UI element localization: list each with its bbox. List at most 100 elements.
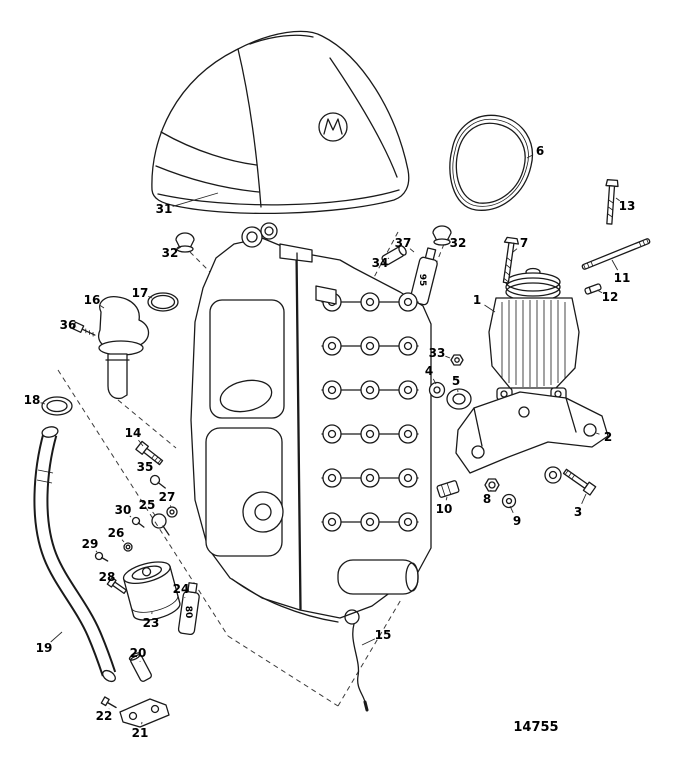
assembly-guide-lines <box>57 231 445 707</box>
callout-32: 32 <box>162 246 179 260</box>
dipstick <box>344 609 369 712</box>
screw <box>149 474 166 489</box>
leader-line-12 <box>596 289 603 294</box>
bolt <box>100 696 117 709</box>
leader-line-32 <box>446 238 450 241</box>
leader-line-1 <box>484 304 496 313</box>
callout-12: 12 <box>602 290 619 304</box>
callout-14: 14 <box>125 426 142 440</box>
leader-line-25 <box>152 511 156 516</box>
washer <box>544 466 562 484</box>
callout-5: 5 <box>452 374 460 388</box>
cap-plug <box>41 396 73 416</box>
engine-block <box>190 222 432 623</box>
leader-line-2 <box>595 432 600 435</box>
bolt <box>135 440 164 466</box>
leader-line-10 <box>445 496 448 501</box>
water-hose <box>33 426 117 683</box>
mercury-logo-icon <box>318 112 348 142</box>
callout-3: 3 <box>574 505 582 519</box>
mounting-bracket <box>455 391 609 474</box>
screw <box>106 576 127 595</box>
grease-tube-label: 95 <box>417 274 427 287</box>
nut <box>484 478 500 492</box>
nut <box>450 354 464 366</box>
serpentine-belt <box>449 114 533 211</box>
callout-19: 19 <box>36 641 53 655</box>
fitting <box>381 245 407 266</box>
callout-20: 20 <box>130 646 147 660</box>
callout-22: 22 <box>96 709 113 723</box>
screw <box>131 516 145 528</box>
callout-34: 34 <box>372 256 389 270</box>
pin <box>584 283 602 295</box>
leader-line-3 <box>581 493 587 504</box>
bolt <box>562 468 597 496</box>
leader-line-6 <box>526 154 533 159</box>
leader-line-33 <box>445 355 451 359</box>
leader-line-4 <box>432 378 437 385</box>
screw <box>94 551 109 562</box>
callout-26: 26 <box>108 526 125 540</box>
callout-15: 15 <box>375 628 392 642</box>
callout-25: 25 <box>139 498 156 512</box>
leader-line-37 <box>409 248 415 253</box>
washer <box>428 381 446 399</box>
leader-line-11 <box>611 259 619 271</box>
leader-line-32 <box>177 246 182 250</box>
callout-36: 36 <box>60 318 77 332</box>
callout-35: 35 <box>137 460 154 474</box>
callout-31: 31 <box>156 202 173 216</box>
elbow-fitting <box>128 652 152 682</box>
callout-7: 7 <box>520 236 528 250</box>
bolt <box>605 179 619 225</box>
callout-27: 27 <box>159 490 176 504</box>
callout-28: 28 <box>99 570 116 584</box>
callout-29: 29 <box>82 537 99 551</box>
callout-8: 8 <box>483 492 491 506</box>
leader-line-17 <box>148 296 153 299</box>
leader-line-18 <box>40 402 46 405</box>
leader-line-15 <box>361 638 376 646</box>
leader-line-9 <box>509 505 514 514</box>
callout-30: 30 <box>115 503 132 517</box>
leader-line-13 <box>615 197 620 202</box>
bolt <box>502 236 519 284</box>
grommet <box>175 232 195 253</box>
callout-16: 16 <box>84 293 101 307</box>
clamp <box>151 513 170 536</box>
sealant-tube-label: 80 <box>183 606 193 619</box>
alternator <box>488 267 580 401</box>
stud-rod <box>581 238 651 270</box>
callout-1: 1 <box>473 293 481 307</box>
top-cowl <box>151 30 410 215</box>
sealant-tube: 80 <box>177 582 200 636</box>
callout-17: 17 <box>132 286 149 300</box>
leader-line-7 <box>512 248 518 253</box>
grease-tube: 95 <box>409 247 438 306</box>
callout-11: 11 <box>614 271 631 285</box>
cap <box>166 506 178 518</box>
leader-line-26 <box>121 539 125 543</box>
callout-23: 23 <box>143 616 160 630</box>
leader-line-34 <box>387 257 390 260</box>
callout-18: 18 <box>24 393 41 407</box>
small-bracket <box>119 698 170 728</box>
callout-9: 9 <box>513 514 521 528</box>
callout-33: 33 <box>429 346 446 360</box>
drawing-number: 14755 <box>513 720 558 735</box>
callout-21: 21 <box>132 726 149 740</box>
callout-32: 32 <box>450 236 467 250</box>
leader-line-16 <box>99 304 105 309</box>
leader-line-27 <box>169 505 172 508</box>
o-ring <box>147 292 179 312</box>
bolt <box>71 321 96 337</box>
oil-filter <box>122 561 181 621</box>
thermostat-housing <box>97 296 150 400</box>
bushing <box>446 388 472 410</box>
leader-line-30 <box>129 515 132 518</box>
callout-6: 6 <box>536 144 544 158</box>
